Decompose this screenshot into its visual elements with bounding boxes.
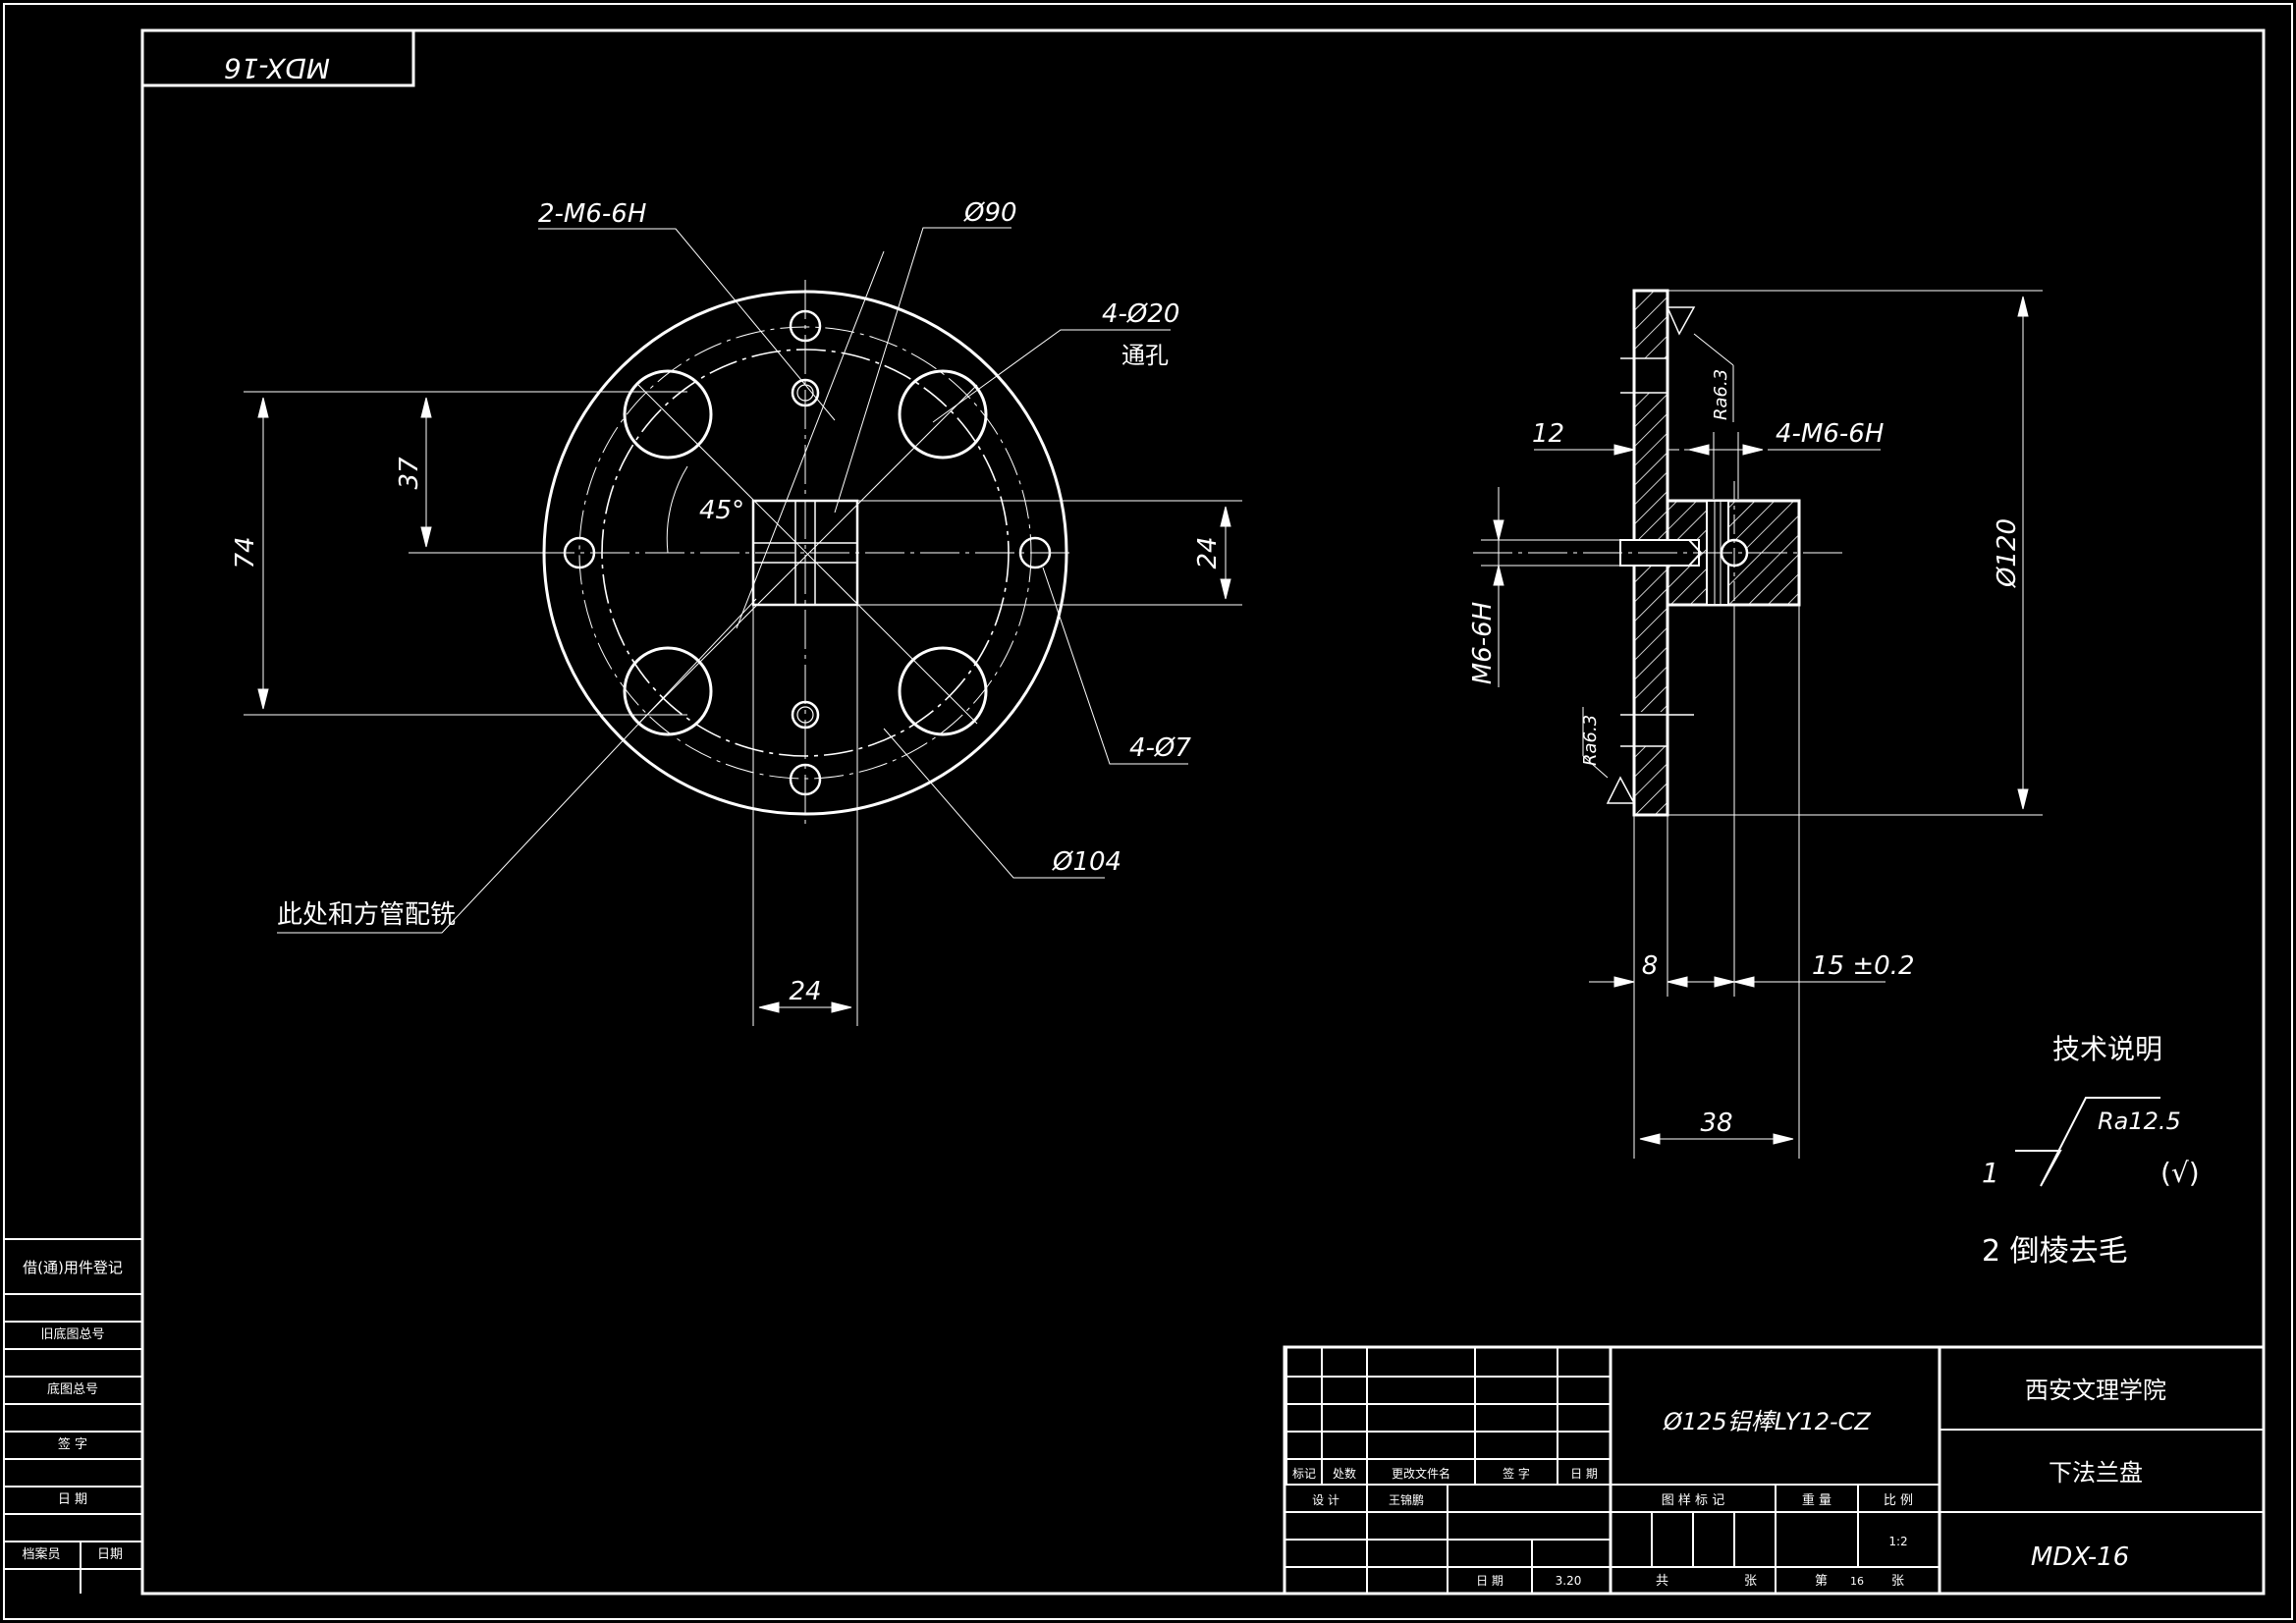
tb-sheet-no: 第 [1815, 1574, 1828, 1589]
tb-sheets-total: 共 [1656, 1574, 1668, 1589]
code-box-top: MDX-16 [140, 28, 415, 87]
tb-sheet-no-value: 16 [1850, 1575, 1864, 1588]
tb-std: 王锦鹏 [1389, 1493, 1424, 1507]
label-dim12: 12 [1532, 419, 1564, 449]
title-block: 标记 处数 更改文件名 签 字 日 期 设 计 王锦鹏 日 期 3.20 Ø12… [1283, 1345, 2266, 1596]
tb-header-doc: 更改文件名 [1392, 1466, 1450, 1481]
big-hole [623, 369, 713, 460]
label-4-dia7: 4-Ø7 [1129, 733, 1191, 763]
tb-header-mark: 标记 [1292, 1467, 1316, 1481]
label-2-m6: 2-M6-6H [538, 199, 646, 229]
label-dia104: Ø104 [1052, 847, 1121, 877]
label-ra-bottom: Ra6.3 [1580, 715, 1601, 766]
label-dim74: 74 [231, 536, 260, 568]
label-through-hole: 通孔 [1121, 342, 1169, 369]
strip-row-sign: 签 字 [58, 1436, 87, 1452]
label-dim8: 8 [1642, 951, 1659, 981]
tb-code: MDX-16 [2031, 1542, 2129, 1572]
drawing-border [3, 3, 2293, 1620]
label-m6: M6-6H [1468, 602, 1498, 684]
label-dia90: Ø90 [963, 198, 1017, 228]
label-45deg: 45° [699, 496, 744, 525]
tb-sheets-unit: 张 [1744, 1574, 1757, 1589]
tech-note-1-num: 1 [1982, 1157, 1999, 1189]
label-ra-top: Ra6.3 [1711, 369, 1731, 420]
tb-material: Ø125铝棒LY12-CZ [1663, 1408, 1871, 1435]
tb-scale: 比 例 [1884, 1493, 1913, 1508]
left-strip-table: 借(通)用件登记 旧底图总号 底图总号 签 字 日 期 档案员 日期 [4, 1238, 142, 1594]
label-dim38: 38 [1700, 1109, 1732, 1138]
front-view: 2-M6-6H Ø90 4-Ø20 通孔 37 74 45° 24 24 4-Ø… [231, 198, 1242, 1026]
strip-row-archivist: 档案员 [22, 1547, 60, 1562]
roughness-symbol [2015, 1097, 2160, 1187]
strip-row-old-base: 旧底图总号 [40, 1326, 104, 1342]
tech-notes: 技术说明 1 Ra12.5 (√) 2 倒棱去毛 [1982, 1033, 2200, 1269]
tech-note-1-check: (√) [2160, 1157, 2200, 1189]
label-dim37: 37 [395, 457, 424, 490]
tb-date-value: 3.20 [1556, 1574, 1582, 1588]
tb-weight: 重 量 [1802, 1492, 1831, 1508]
label-milling-note: 此处和方管配铣 [277, 900, 456, 930]
label-dim24-right: 24 [1193, 536, 1223, 568]
label-dim24-bottom: 24 [789, 977, 821, 1006]
side-view: 12 4-M6-6H Ra6.3 Ra6.3 M6-6H Ø120 8 15 ±… [1468, 289, 2043, 1159]
tb-school: 西安文理学院 [2025, 1377, 2166, 1404]
label-4-m6: 4-M6-6H [1776, 419, 1884, 449]
big-hole [623, 646, 713, 736]
tb-part-name: 下法兰盘 [2049, 1459, 2143, 1487]
tb-design: 设 计 [1312, 1493, 1339, 1507]
tb-sheet-no-unit: 张 [1891, 1574, 1904, 1589]
strip-row-base: 底图总号 [47, 1381, 98, 1397]
big-hole [898, 369, 988, 460]
drawing-code-mirrored: MDX-16 [224, 52, 330, 84]
tb-scale-value: 1:2 [1888, 1535, 1907, 1548]
tb-header-count: 处数 [1333, 1466, 1356, 1481]
tech-note-1-ra: Ra12.5 [2098, 1108, 2181, 1135]
label-dim15: 15 ±0.2 [1812, 951, 1914, 981]
big-hole [898, 646, 988, 736]
strip-row-borrow: 借(通)用件登记 [23, 1259, 123, 1276]
tb-date-label: 日 期 [1476, 1574, 1503, 1588]
center-square [751, 499, 859, 607]
label-dia120: Ø120 [1993, 518, 2022, 588]
tech-notes-title: 技术说明 [2052, 1033, 2162, 1065]
tb-stage: 图 样 标 记 [1662, 1493, 1724, 1508]
tech-note-2: 2 倒棱去毛 [1982, 1234, 2128, 1269]
tb-header-date: 日 期 [1570, 1467, 1598, 1481]
strip-row-arch-date: 日期 [97, 1547, 123, 1562]
strip-row-date: 日 期 [58, 1492, 87, 1507]
tb-header-sign: 签 字 [1503, 1466, 1530, 1481]
label-4-dia20: 4-Ø20 [1102, 299, 1179, 329]
